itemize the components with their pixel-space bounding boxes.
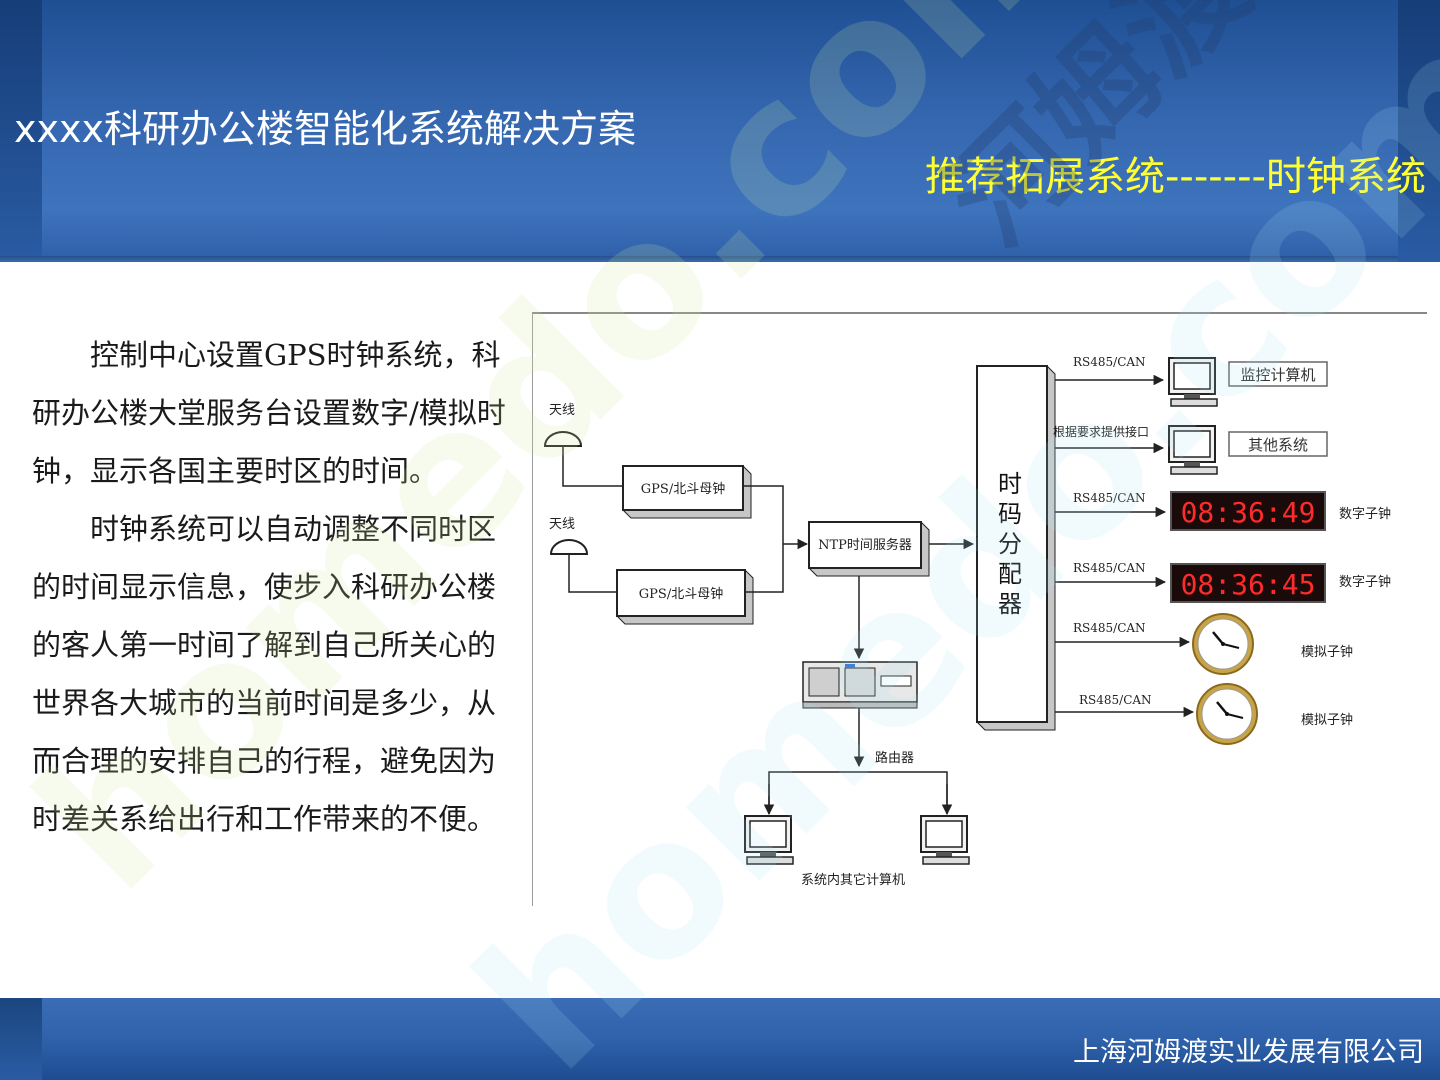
computer-icon-right <box>920 815 970 865</box>
antenna-icon-1 <box>543 431 583 447</box>
digital-clock-2 <box>1170 563 1326 603</box>
header-banner <box>0 0 1440 262</box>
monitoring-computer-icon <box>1168 357 1218 407</box>
rack-server-icon <box>802 661 918 709</box>
device-label-6: 模拟子钟 <box>1301 712 1353 728</box>
digital-clock-display-1: 08:36:49 <box>1181 496 1316 529</box>
device-label-5: 模拟子钟 <box>1301 644 1353 660</box>
master-clock-box-1: GPS/北斗母钟 <box>622 465 752 519</box>
distributor-char-1: 时 <box>998 470 1022 498</box>
digital-clock-1 <box>1170 491 1326 531</box>
digital-clock-display-2: 08:36:45 <box>1181 568 1316 601</box>
interface-label-2: 根据要求提供接口 <box>1053 424 1149 439</box>
device-label-1: 监控计算机 <box>1240 366 1315 384</box>
clock-system-diagram: 天线 天线 GPS/北斗母钟 GPS/北斗母钟 NTP时间服务器 路由器 <box>532 312 1427 906</box>
interface-label-6: RS485/CAN <box>1079 693 1152 707</box>
section-subtitle: 推荐拓展系统-------时钟系统 <box>924 154 1426 200</box>
other-computers-label: 系统内其它计算机 <box>801 872 905 888</box>
ntp-server-box: NTP时间服务器 <box>808 521 930 577</box>
distributor-char-5: 器 <box>998 590 1022 618</box>
time-code-distributor: 时 码 分 配 器 <box>976 365 1056 731</box>
distributor-char-4: 配 <box>998 560 1022 588</box>
interface-label-5: RS485/CAN <box>1073 621 1146 635</box>
antenna-label-2: 天线 <box>549 517 575 532</box>
paragraph-2: 时钟系统可以自动调整不同时区的时间显示信息，使步入科研办公楼的客人第一时间了解到… <box>32 512 497 836</box>
description-text: 控制中心设置GPS时钟系统，科研办公楼大堂服务台设置数字/模拟时钟，显示各国主要… <box>32 326 514 848</box>
master-clock-label-2: GPS/北斗母钟 <box>639 586 723 602</box>
interface-label-4: RS485/CAN <box>1073 561 1146 575</box>
paragraph-1: 控制中心设置GPS时钟系统，科研办公楼大堂服务台设置数字/模拟时钟，显示各国主要… <box>32 338 506 488</box>
ntp-server-label: NTP时间服务器 <box>818 537 912 553</box>
antenna-label-1: 天线 <box>549 403 575 418</box>
footer-banner <box>0 998 1440 1080</box>
device-label-2: 其他系统 <box>1248 436 1308 454</box>
device-label-4: 数字子钟 <box>1339 574 1391 590</box>
router-label: 路由器 <box>875 750 914 766</box>
master-clock-label-1: GPS/北斗母钟 <box>641 481 725 497</box>
other-system-computer-icon <box>1168 425 1218 475</box>
header-divider <box>0 256 1440 262</box>
computer-icon-left <box>744 815 794 865</box>
device-label-3: 数字子钟 <box>1339 506 1391 522</box>
analog-clock-icon-1 <box>1191 612 1255 676</box>
company-name: 上海河姆渡实业发展有限公司 <box>1073 1037 1424 1068</box>
distributor-char-2: 码 <box>998 500 1022 528</box>
interface-label-3: RS485/CAN <box>1073 491 1146 505</box>
master-clock-box-2: GPS/北斗母钟 <box>616 569 754 625</box>
interface-label-1: RS485/CAN <box>1073 355 1146 369</box>
page-title: xxxx科研办公楼智能化系统解决方案 <box>14 107 636 151</box>
antenna-icon-2 <box>549 539 589 555</box>
analog-clock-icon-2 <box>1195 682 1259 746</box>
distributor-char-3: 分 <box>998 530 1022 558</box>
